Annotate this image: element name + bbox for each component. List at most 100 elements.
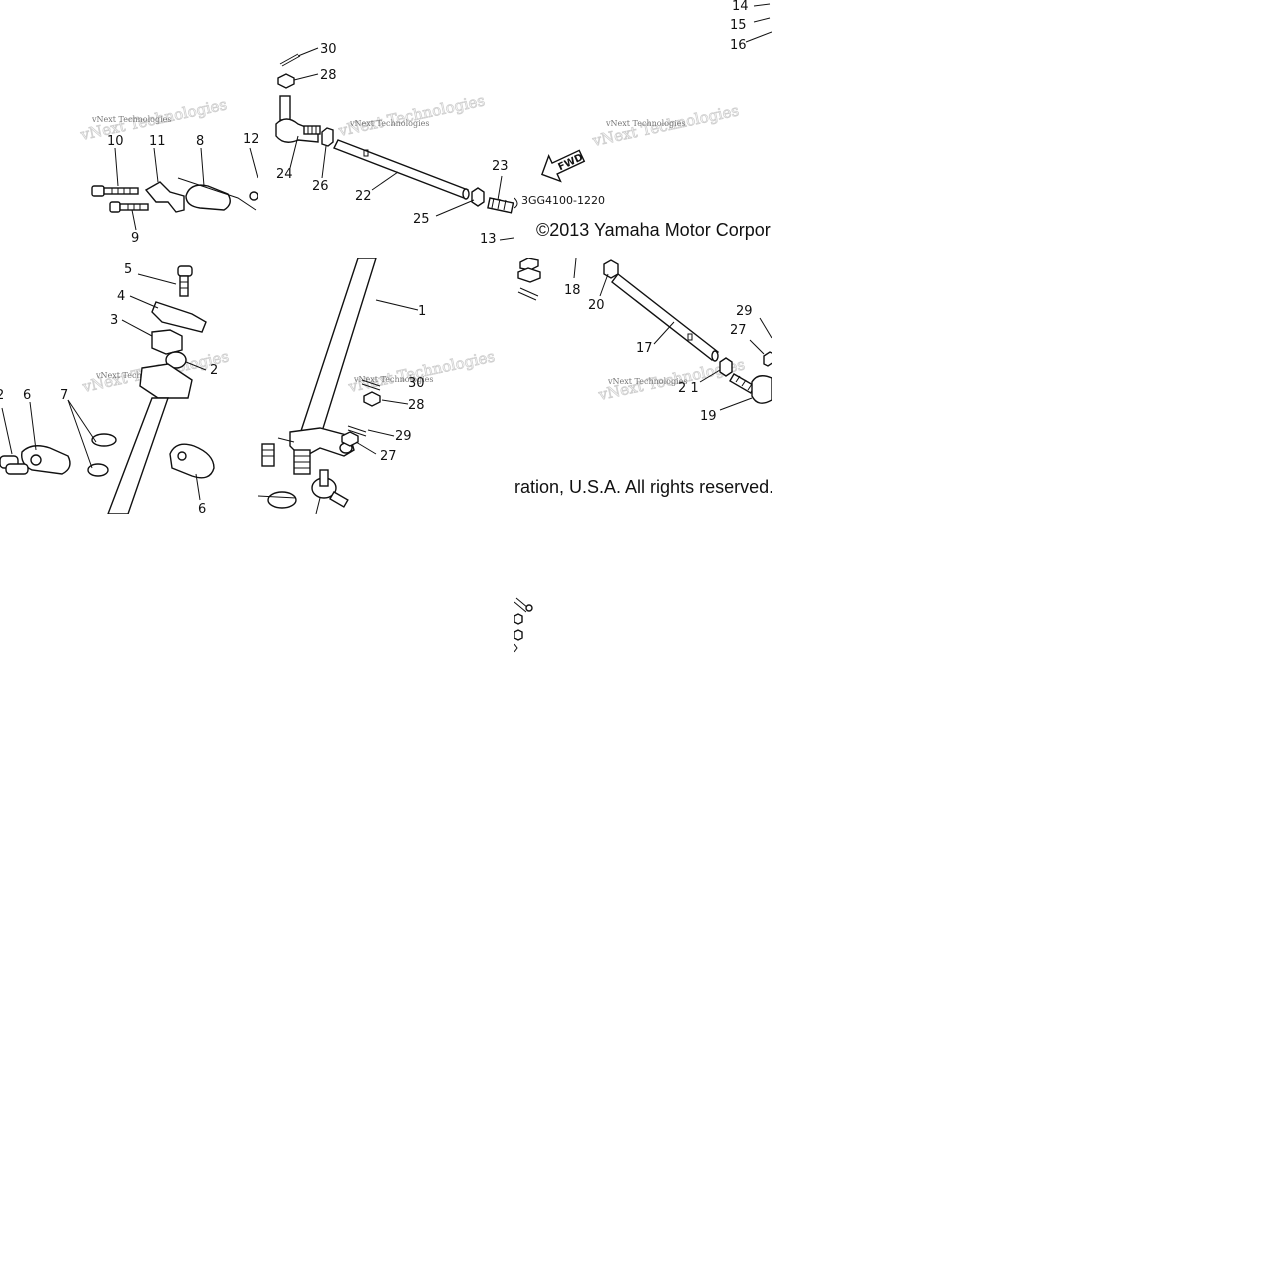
- nut-26: [321, 127, 334, 147]
- copyright-part2: ration, U.S.A. All rights reserved.: [514, 477, 772, 497]
- tile-bottom-fragment-svg: [514, 597, 533, 653]
- nut-28: [277, 73, 295, 89]
- diagram-tile-top-right: vNext Technologies vNext Technologies 14…: [514, 0, 772, 258]
- bracket-11: [144, 181, 185, 213]
- plate-4: [151, 301, 207, 333]
- callout-3: 3: [110, 313, 118, 328]
- callout-12: 12: [243, 132, 258, 147]
- callout-5: 5: [124, 262, 132, 277]
- tie-rod-17: [611, 273, 719, 361]
- washer-7a: [91, 433, 117, 447]
- callout-17: 17: [636, 341, 653, 356]
- clamp-6-right: [169, 443, 215, 479]
- bolt-9: [109, 201, 149, 213]
- callout-30-lower: 30: [408, 376, 425, 391]
- cotter-pin-edge: [517, 287, 539, 301]
- nut-fragment-b: [514, 629, 523, 641]
- nut-28b: [363, 391, 381, 407]
- watermark: vNext Technologies: [353, 375, 433, 384]
- callout-21: 2 1: [678, 381, 699, 396]
- callout-1: 1: [418, 304, 426, 319]
- diagram-tile-top-left: vNext Technologies vNext Technologies 10…: [0, 0, 258, 258]
- callout-15: 15: [730, 18, 747, 33]
- diagram-tile-middle-middle: vNext Technologies vNext Technologies: [258, 258, 514, 514]
- watermark: vNext Technologies: [607, 377, 687, 386]
- tie-rod-end-19: [729, 373, 772, 404]
- callout-25: 25: [413, 212, 430, 227]
- callout-2: 2: [210, 363, 218, 378]
- callout-6-right: 6: [198, 502, 206, 514]
- tile-top-right-svg: vNext Technologies vNext Technologies 14…: [514, 0, 772, 240]
- diagram-tile-middle-left: vNext Technologies vNext Technologies: [0, 258, 258, 514]
- callout-26: 26: [312, 179, 329, 194]
- diagram-tile-bottom-fragment: [514, 592, 536, 656]
- watermark-group: vNext Technologies vNext Technologies: [590, 101, 741, 151]
- callout-4: 4: [117, 289, 125, 304]
- clamp-6-left: [0, 445, 71, 475]
- nut-20: [603, 259, 619, 279]
- callout-11: 11: [149, 134, 166, 149]
- bushing-2: [165, 351, 187, 369]
- bolt-10: [91, 185, 139, 197]
- lower-stud: [293, 449, 311, 475]
- tile-middle-left-svg: vNext Technologies vNext Technologies: [0, 262, 231, 514]
- copyright-part1: ©2013 Yamaha Motor Corpor: [536, 220, 771, 240]
- diagram-tile-middle-right: vNext Technologies vNext Technologies 1: [514, 258, 772, 514]
- nut-edge-b: [517, 267, 541, 283]
- plate-8: [185, 184, 231, 211]
- nut-25: [471, 187, 485, 207]
- washer-bottom: [267, 491, 297, 509]
- callout-8: 8: [196, 134, 204, 149]
- callout-6: 6: [23, 388, 31, 403]
- diagram-code: 3GG4100-1220: [521, 194, 605, 207]
- nut-27: [341, 431, 359, 447]
- watermark: vNext Technologies: [95, 371, 175, 380]
- callout-29-lower: 29: [395, 429, 412, 444]
- nut-edge: [519, 258, 539, 271]
- callout-27-lower: 27: [380, 449, 397, 464]
- threaded-end-23: [487, 197, 514, 214]
- diagram-tile-top-middle: vNext Technologies vNext Technologies: [258, 0, 514, 258]
- tile-middle-middle-svg: vNext Technologies vNext Technologies: [258, 258, 497, 514]
- bolt-5: [177, 265, 193, 297]
- watermark-group: vNext Technologies vNext Technologies: [336, 91, 487, 141]
- tile-top-left-svg: vNext Technologies vNext Technologies 10…: [78, 95, 258, 246]
- washer-7b: [87, 463, 109, 477]
- callout-10: 10: [107, 134, 124, 149]
- callout-22: 22: [355, 189, 372, 204]
- callout-28-lower: 28: [408, 398, 425, 413]
- watermark: vNext Technologies: [91, 115, 171, 124]
- tie-rod-end-lower: [311, 469, 349, 508]
- watermark: vNext Technologies: [605, 119, 685, 128]
- callout-18: 18: [564, 283, 581, 298]
- cotter-pin-30: [279, 53, 301, 67]
- tile-middle-right-svg: vNext Technologies vNext Technologies 1: [514, 258, 772, 497]
- block-3: [151, 329, 183, 355]
- nut-fragment: [514, 613, 523, 625]
- stud-left: [261, 443, 275, 467]
- callout-20: 20: [588, 298, 605, 313]
- callout-29-right: 29: [736, 304, 753, 319]
- steering-column: [107, 397, 169, 514]
- callout-24: 24: [276, 167, 293, 182]
- callout-9: 9: [131, 231, 139, 246]
- callout-14: 14: [732, 0, 749, 14]
- callout-7: 7: [60, 388, 68, 403]
- nut-21: [719, 357, 733, 377]
- tie-rod-end-24: [275, 95, 321, 143]
- cotter-pin-29: [347, 425, 367, 437]
- watermark: vNext Technologies: [349, 119, 429, 128]
- forward-arrow-icon: FWD: [540, 149, 586, 183]
- tile-top-middle-svg: vNext Technologies vNext Technologies: [275, 42, 514, 247]
- svg-text:vNext Technologies: vNext Technologies: [336, 91, 486, 140]
- callout-27-right: 27: [730, 323, 747, 338]
- callout-16: 16: [730, 38, 747, 53]
- nut-27-right: [763, 351, 772, 367]
- callout-28: 28: [320, 68, 337, 83]
- callout-30: 30: [320, 42, 337, 57]
- callout-23: 23: [492, 159, 509, 174]
- callout-2-edge: 2: [0, 388, 4, 403]
- cotter-pin-30b: [361, 379, 381, 391]
- callout-19: 19: [700, 409, 717, 424]
- steering-shaft-1: [299, 258, 377, 439]
